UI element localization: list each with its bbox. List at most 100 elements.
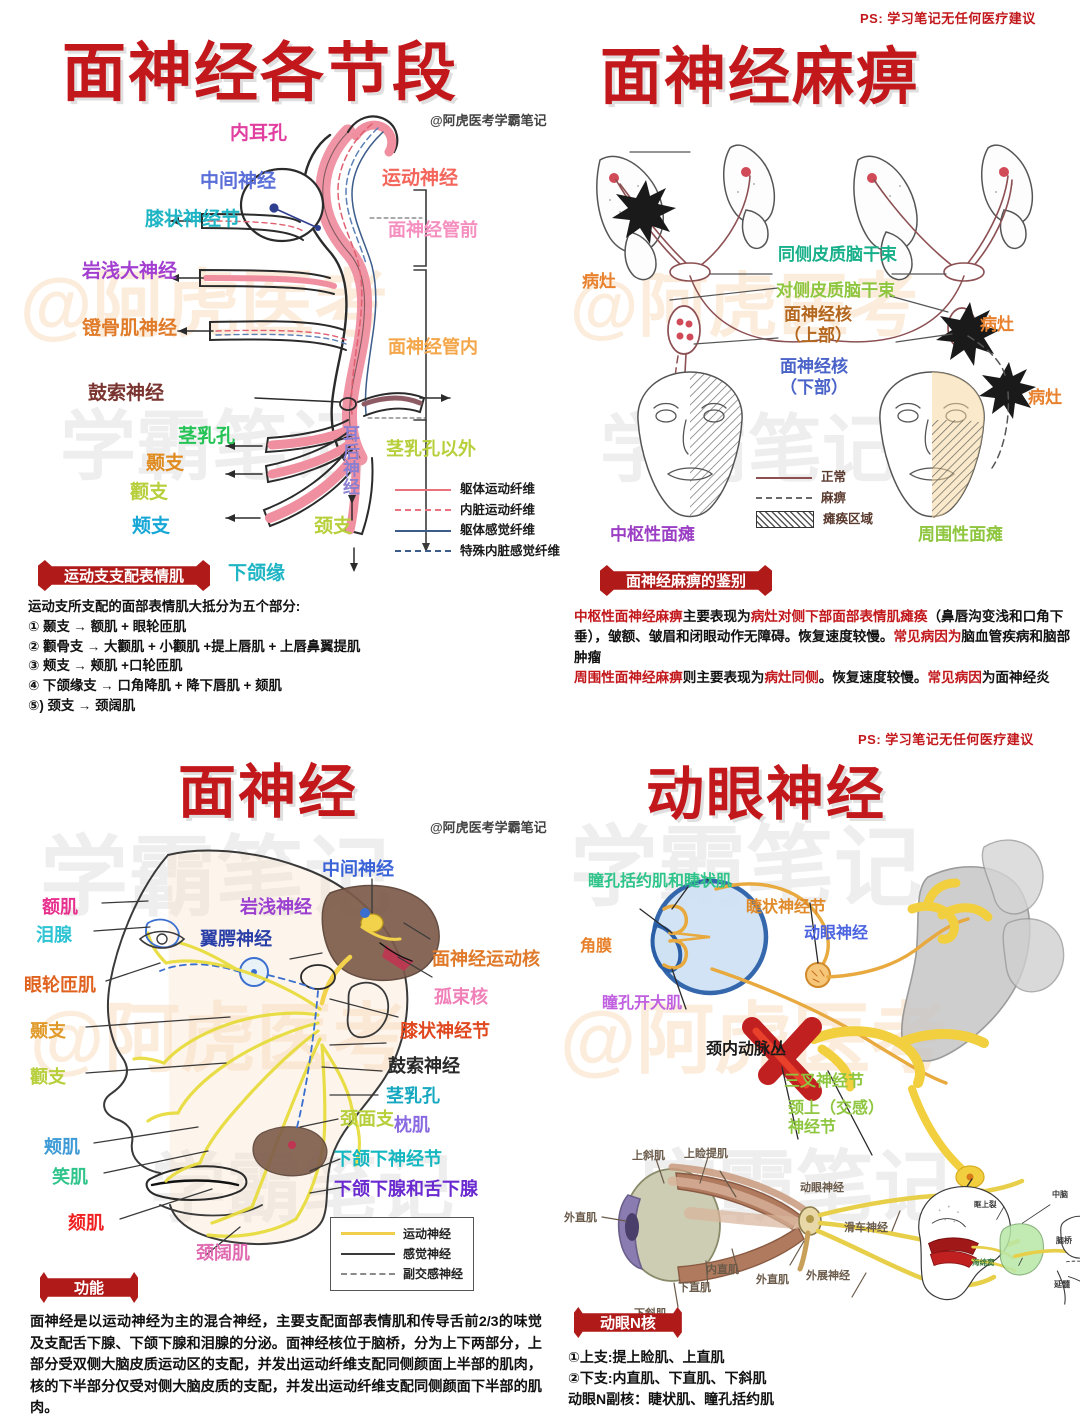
label-cervicofacial-branch: 颈面支 [340,1109,394,1129]
label-pons: 脑桥 [1056,1236,1072,1245]
label-risorius: 笑肌 [52,1167,88,1187]
label-cervical-branch: 颈支 [314,516,353,537]
label-submandibular-ganglion: 下颌下神经节 [334,1149,442,1169]
legend-line-solid-blue [395,530,451,533]
label-contralateral-corticobulbar-tract: 对侧皮质脑干束 [776,281,895,300]
label-central-facial-palsy: 中枢性面瘫 [610,525,695,544]
panel1-item: ② 颧骨支 → 大颧肌 + 小颧肌 +提上唇肌 + 上唇鼻翼提肌 [28,638,361,654]
legend-item: 躯体感觉纤维 [395,523,560,539]
label-superior-cervical-ganglion: 颈上（交感） 神经节 [788,1100,885,1137]
facial-paralysis-diagram [596,144,1036,518]
panel3-title: 面神经 [178,760,359,825]
facial-nerve-segment-diagram [169,115,451,572]
paragraph-run: 中枢性面神经麻痹 [574,609,683,624]
legend-item: 感觉神经 [341,1245,463,1262]
label-temporal-branch: 颞支 [146,453,185,474]
label-cornea: 角膜 [580,938,613,955]
label-internal-acoustic-meatus: 内耳孔 [230,123,288,144]
label-stylomastoid-foramen: 茎乳孔 [386,1086,440,1106]
label-lesion-right-lower: 病灶 [1028,388,1062,407]
legend-line-dashed-blue [395,549,451,552]
paragraph-run: （鼻唇沟变浅和口角下垂），皱额、皱眉和闭眼动作无障碍。恢复速度较慢。 [574,609,1064,645]
label-sphincter-pupillae-ciliary: 瞳孔括约肌和睫状肌 [588,873,733,890]
label-trochlear-nerve: 滑车神经 [844,1222,888,1234]
label-dilator-pupillae: 瞳孔开大肌 [602,995,683,1012]
label-facial-nucleus-lower: 面神经核 （下部） [780,357,848,397]
panel2-title: 面神经麻痹 [600,43,921,112]
label-platysma: 颈阔肌 [196,1243,250,1263]
paragraph-run: 周围性面神经麻痹 [574,670,683,686]
label-lateral-rectus-left: 外直肌 [564,1212,597,1224]
panel1-item: ① 颞支 → 额肌 + 眼轮匝肌 [28,618,187,634]
label-motor-nerve: 运动神经 [382,168,459,189]
label-superior-orbital-fissure: 眶上裂 [974,1200,997,1209]
label-ipsilateral-corticobulbar-tract: 同侧皮质脑干束 [778,245,897,264]
legend-label: 内脏运动纤维 [460,502,536,517]
label-chorda-tympani: 鼓索神经 [88,383,165,404]
panel-facial-paralysis: @阿虎医考 学霸笔记 PS: 学习笔记无任何医疗建议 面神经麻痹 [560,0,1080,727]
label-trigeminal-ganglion: 三叉神经节 [784,1073,865,1090]
panel1-intro: 运动支所支配的面部表情肌大抵分为五个部分: [28,599,301,614]
panel-facial-nerve-overview: 学霸笔记 @阿虎医考 学霸笔记 面神经 @阿虎医考学霸笔记 [0,727,560,1427]
label-lacrimal-gland: 泪腺 [36,925,72,945]
label-internal-carotid-plexus: 颈内动脉丛 [706,1041,787,1058]
panel4-title: 动眼神经 [646,762,887,827]
legend-item: 特殊内脏感觉纤维 [395,544,560,560]
legend-item: 内脏运动纤维 [395,503,560,519]
label-beyond-stylomastoid: 茎乳孔以外 [386,439,476,459]
label-medial-rectus: 内直肌 [706,1264,739,1276]
label-geniculate-ganglion: 膝状神经节 [145,209,241,230]
paragraph-run: 病灶对侧下部面部表情肌瘫痪 [750,609,928,624]
legend-item: 运动神经 [341,1225,463,1242]
label-facial-motor-nucleus: 面神经运动核 [432,949,540,969]
paragraph-run: 则主要表现为 [682,670,765,686]
panel1-item: ④ 下颌缘支 → 口角降肌 + 降下唇肌 + 颏肌 [28,678,282,694]
label-in-canal-segment: 面神经管内 [388,337,478,357]
label-mentalis: 颏肌 [68,1213,104,1233]
disclaimer-note: PS: 学习笔记无任何医疗建议 [860,11,1036,26]
label-midbrain: 中脑 [1052,1190,1068,1199]
label-orbicularis-oculi: 眼轮匝肌 [24,975,96,995]
legend-label: 瘫痪区域 [823,511,874,526]
label-lesion-left: 病灶 [582,272,616,291]
paragraph-run: 病灶同侧 [764,670,819,686]
label-solitary-nucleus: 孤束核 [434,987,488,1007]
legend-label: 躯体运动纤维 [460,482,536,496]
legend-line-motor-nerve [341,1232,395,1235]
label-occipitalis: 枕肌 [394,1115,430,1135]
legend-line-dashed-pink [395,509,451,512]
legend-item: 麻痹 [756,491,873,507]
label-submandibular-sublingual-glands: 下颌下腺和舌下腺 [334,1179,478,1199]
paragraph-run: 常见病因 [927,670,982,686]
legend-label: 正常 [821,470,847,484]
panel1-body-text: 运动支所支配的面部表情肌大抵分为五个部分: ① 颞支 → 额肌 + 眼轮匝肌 ②… [28,597,540,716]
legend-item: 瘫痪区域 [756,511,874,529]
author-handle: @阿虎医考学霸笔记 [430,820,547,835]
paragraph-run: 为面神经炎 [981,670,1050,686]
label-intermediate-nerve: 中间神经 [322,859,394,879]
legend-item: 副交感神经 [341,1265,463,1282]
label-cavernous-sinus: 海绵窦 [972,1258,995,1267]
label-temporal-branch: 颞支 [30,1021,66,1041]
panel2-legend: 正常 麻痹 瘫痪区域 [756,470,873,533]
legend-line-parasympathetic-nerve [341,1272,395,1275]
label-greater-petrosal-nerve: 岩浅神经 [240,897,312,917]
label-oculomotor-nerve-eye: 动眼神经 [800,1182,844,1194]
facial-nerve-head-diagram [85,849,440,1256]
label-posterior-auricular-nerve: 耳后神经 [343,425,360,497]
legend-line-solid-pink [395,488,451,491]
oculomotor-nerve-diagram [601,839,1080,1308]
label-superior-oblique: 上斜肌 [632,1150,665,1162]
panel-facial-nerve-segments: @阿虎医考 学霸笔记 面神经各节段 @阿虎医考学霸笔记 [0,0,560,727]
label-buccal-branch: 颊支 [132,516,171,537]
paragraph-run: 脑血管疾病和脑部肿瘤 [574,629,1071,665]
panel1-fiber-legend: 躯体运动纤维 内脏运动纤维 躯体感觉纤维 特殊内脏感觉纤维 [395,482,560,565]
label-inferior-rectus: 下直肌 [678,1282,711,1294]
legend-item: 正常 [756,470,873,486]
label-buccinator: 颊肌 [44,1137,80,1157]
label-stapedius-nerve: 镫骨肌神经 [82,318,178,339]
label-peripheral-facial-palsy: 周围性面瘫 [918,525,1003,544]
panel4-item: ②下支:内直肌、下直肌、下斜肌 [568,1370,767,1386]
label-facial-nucleus-upper: 面神经核 （上部） [784,305,852,345]
